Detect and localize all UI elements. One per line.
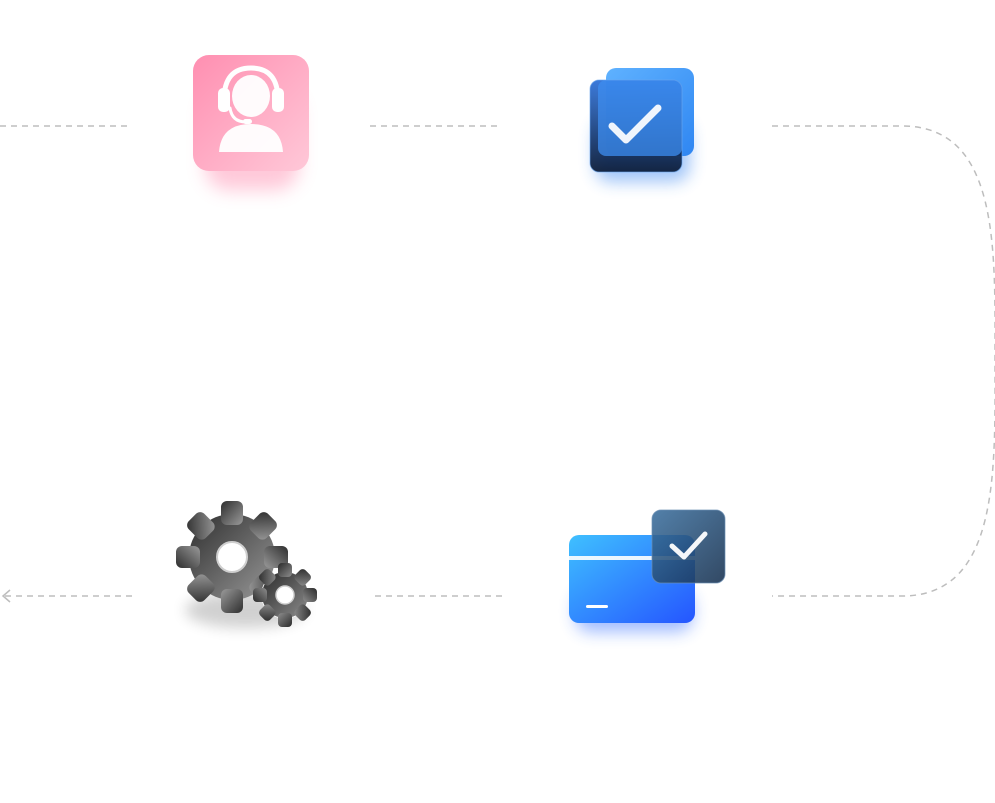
step-payment [569,509,726,632]
gears-icon [176,501,317,627]
step-support [193,55,309,190]
step-settings [176,501,317,628]
connectors [0,125,995,603]
check-square-icon [589,68,694,173]
headset-agent-icon [193,55,309,171]
step-confirm [589,68,694,182]
card-check-icon [569,509,726,623]
connector-confirm-to-payment-curve [772,125,995,597]
arrowhead-left-icon [1,589,11,603]
